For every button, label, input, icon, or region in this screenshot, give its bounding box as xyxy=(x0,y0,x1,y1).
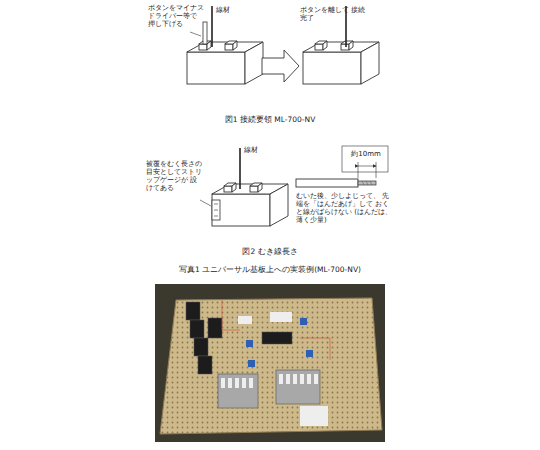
stripped-wire xyxy=(296,179,376,187)
callout-note: 被覆をむく長さの目安としてストリップゲージが 設けてある xyxy=(146,160,202,192)
callout-note: むいた後、少しよじって、 先端を「はんだあげ」して おくと線がばらけない (はん… xyxy=(296,192,392,224)
dimension-label: 約10mm xyxy=(345,150,387,158)
figure-caption: 図2 むき線長さ xyxy=(200,248,340,257)
terminal-block-done xyxy=(303,6,379,84)
callout-note: ボタンを離して 接続完了 xyxy=(300,6,370,22)
dimension xyxy=(342,146,388,178)
terminal-block-gauge xyxy=(200,148,288,226)
wire-label: 線材 xyxy=(244,146,274,154)
board-photo xyxy=(155,284,385,442)
photo-caption: 写真1 ユニバーサル基板上への実装例(ML-700-NV) xyxy=(170,266,370,275)
wire-label: 線材 xyxy=(216,6,246,14)
callout-note: ボタンをマイナス ドライバー等で 押し下げる xyxy=(148,4,204,28)
figure-caption: 図1 接続要領 ML-700-NV xyxy=(200,116,340,125)
transition-arrow xyxy=(262,50,299,82)
terminal-block-press xyxy=(187,6,263,84)
